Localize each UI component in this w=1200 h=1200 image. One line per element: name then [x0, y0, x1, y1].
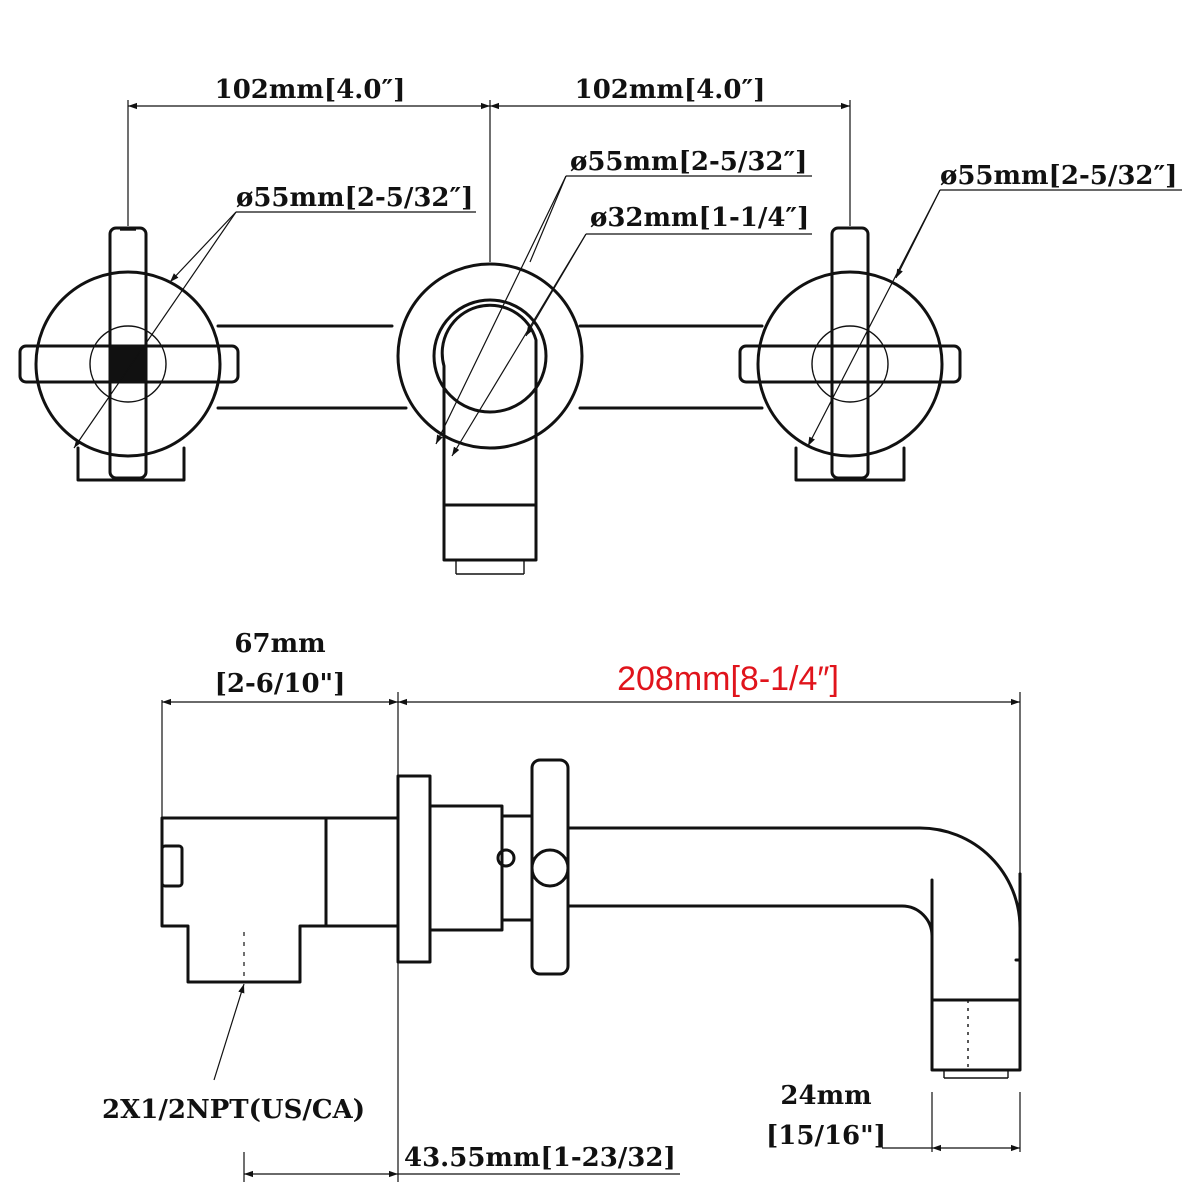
spout-diameter-label: ø32mm[1-1/4″] — [590, 203, 809, 233]
spout-front — [396, 262, 584, 575]
valve-depth-in-label: [2-6/10"] — [215, 669, 346, 699]
wall-plate-side — [396, 774, 534, 964]
valve-body-bar — [216, 324, 764, 410]
front-view: 102mm[4.0″] 102mm[4.0″] ø55mm[2-5/32″] ø… — [18, 75, 1182, 575]
inlet-thread-label: 2X1/2NPT(US/CA) — [102, 1095, 365, 1125]
spout-reach-label: 208mm[8-1/4″] — [617, 660, 839, 698]
outlet-width-mm-label: 24mm — [780, 1081, 871, 1111]
left-diameter-leader — [73, 211, 476, 449]
spout-plate-diameter-leader — [435, 175, 812, 445]
inlet-thread-leader — [213, 983, 245, 1081]
right-diameter-leader — [807, 189, 1182, 447]
left-cross-handle — [18, 226, 240, 482]
outlet-width-in-label: [15/16"] — [766, 1121, 886, 1151]
spout-plate-diameter-label: ø55mm[2-5/32″] — [570, 147, 807, 177]
front-extension-lines — [127, 100, 851, 262]
valve-body-side — [160, 816, 400, 984]
right-handle-diameter-label: ø55mm[2-5/32″] — [940, 161, 1177, 191]
right-spacing-label: 102mm[4.0″] — [575, 75, 766, 105]
side-view: 67mm [2-6/10"] 208mm[8-1/4″] 2X1/2NPT(US… — [102, 629, 1022, 1182]
side-extension-lines — [161, 692, 1021, 1182]
spout-side — [566, 826, 1022, 1079]
wall-offset-label: 43.55mm[1-23/32] — [404, 1143, 676, 1173]
right-cross-handle — [738, 226, 962, 482]
valve-depth-mm-label: 67mm — [234, 629, 325, 659]
left-spacing-label: 102mm[4.0″] — [215, 75, 406, 105]
spout-diameter-leader — [451, 233, 812, 457]
cross-handle-side — [496, 758, 570, 976]
left-handle-diameter-label: ø55mm[2-5/32″] — [236, 183, 473, 213]
